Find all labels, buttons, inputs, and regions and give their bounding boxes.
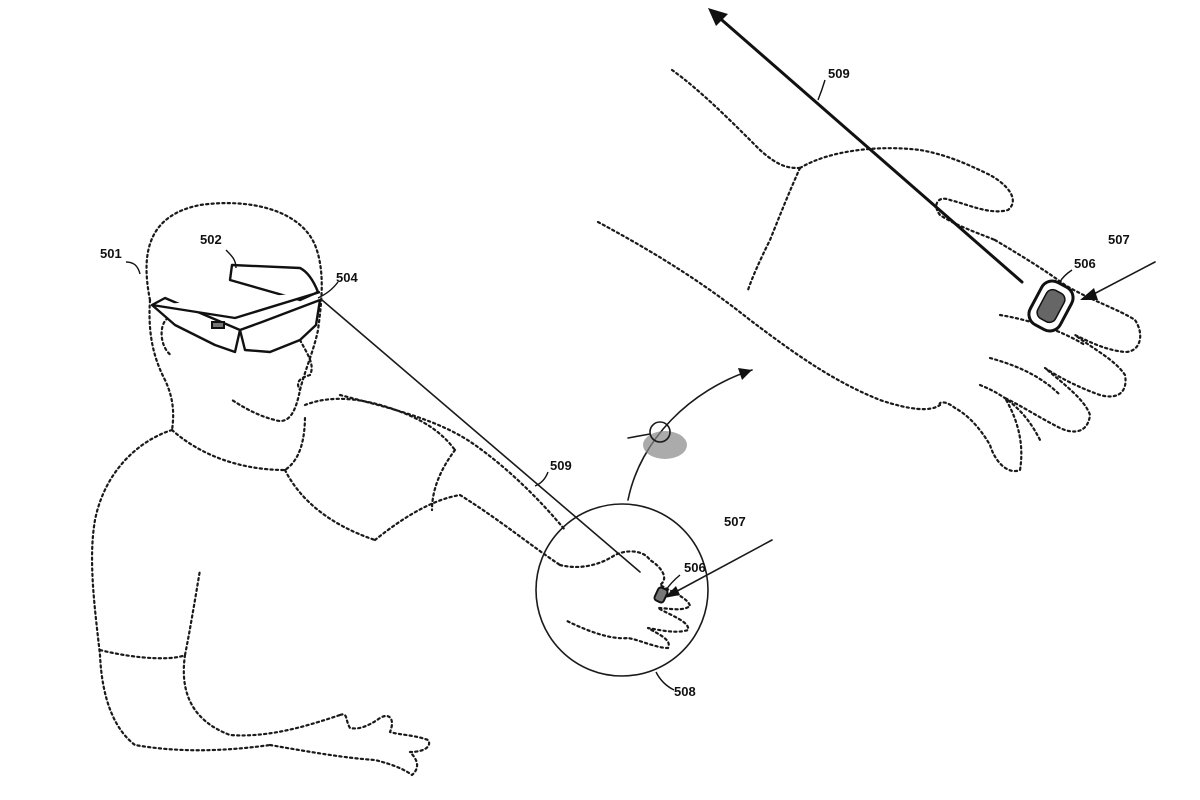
leader-508 xyxy=(655,671,675,691)
transition-indicator xyxy=(627,368,753,501)
extended-arm-upper xyxy=(338,393,567,532)
resting-arm xyxy=(182,653,342,737)
leader-506-large xyxy=(1059,269,1073,283)
glasses-camera xyxy=(211,321,225,329)
label-509-small: 509 xyxy=(550,458,572,473)
label-509-large: 509 xyxy=(828,66,850,81)
label-507-small: 507 xyxy=(724,514,746,529)
magnifier-lens xyxy=(649,421,671,443)
magnifier-handle xyxy=(627,433,651,439)
label-506-large: 506 xyxy=(1074,256,1096,271)
arm-sleeve-edge xyxy=(430,448,457,512)
glasses-frame-right-lens xyxy=(238,298,322,354)
glasses-frame-left-lens xyxy=(150,296,242,354)
leader-506-small xyxy=(665,574,681,591)
zoom-circle-group xyxy=(321,299,773,677)
label-502: 502 xyxy=(200,232,222,247)
large-fingers xyxy=(938,238,1142,473)
label-501: 501 xyxy=(100,246,122,261)
neck-outline xyxy=(148,298,175,432)
chest-line xyxy=(283,468,377,542)
large-hand-top xyxy=(798,147,1014,242)
leader-509-small xyxy=(534,471,549,487)
label-506-small: 506 xyxy=(684,560,706,575)
head-outline xyxy=(145,202,323,423)
label-504: 504 xyxy=(336,270,358,285)
resting-hand xyxy=(268,713,431,777)
zoom-circle xyxy=(535,503,709,677)
large-pointing-ray xyxy=(713,12,1024,284)
leader-504 xyxy=(317,281,339,299)
label-507-large: 507 xyxy=(1108,232,1130,247)
person-figure xyxy=(90,202,567,777)
magnifier-shadow xyxy=(643,431,687,459)
large-arm-lower xyxy=(596,220,942,411)
sleeve-outline xyxy=(98,568,202,660)
label-508: 508 xyxy=(674,684,696,699)
large-pointing-arrowhead xyxy=(708,8,728,26)
transition-arrowhead xyxy=(738,368,752,380)
small-hand-outline xyxy=(558,550,692,650)
large-arm-upper xyxy=(670,68,802,170)
leader-502 xyxy=(225,249,237,269)
large-finger-crease-2 xyxy=(988,356,1062,397)
glasses xyxy=(150,263,322,354)
shoulder-outline xyxy=(303,397,457,452)
collar-outline xyxy=(170,413,307,472)
pointing-ray-to-camera xyxy=(321,299,641,573)
large-hand-wrist-line xyxy=(746,166,802,292)
ear-outline xyxy=(160,316,174,358)
transition-arc xyxy=(627,369,753,501)
large-finger-crease-3 xyxy=(978,383,1042,442)
large-ring-arrow-line xyxy=(1089,261,1156,297)
small-ring-arrowhead xyxy=(664,586,680,598)
leader-509-large xyxy=(817,79,826,101)
face-outline xyxy=(296,338,313,392)
glasses-top-bar xyxy=(151,290,321,320)
enlarged-hand xyxy=(596,8,1156,473)
large-ring-arrowhead xyxy=(1080,288,1098,300)
torso-outline xyxy=(90,428,272,752)
leader-501 xyxy=(125,261,141,275)
extended-arm-lower xyxy=(373,493,562,567)
large-ring-device-screen xyxy=(1036,288,1066,324)
small-ring-arrow-line xyxy=(667,539,773,597)
